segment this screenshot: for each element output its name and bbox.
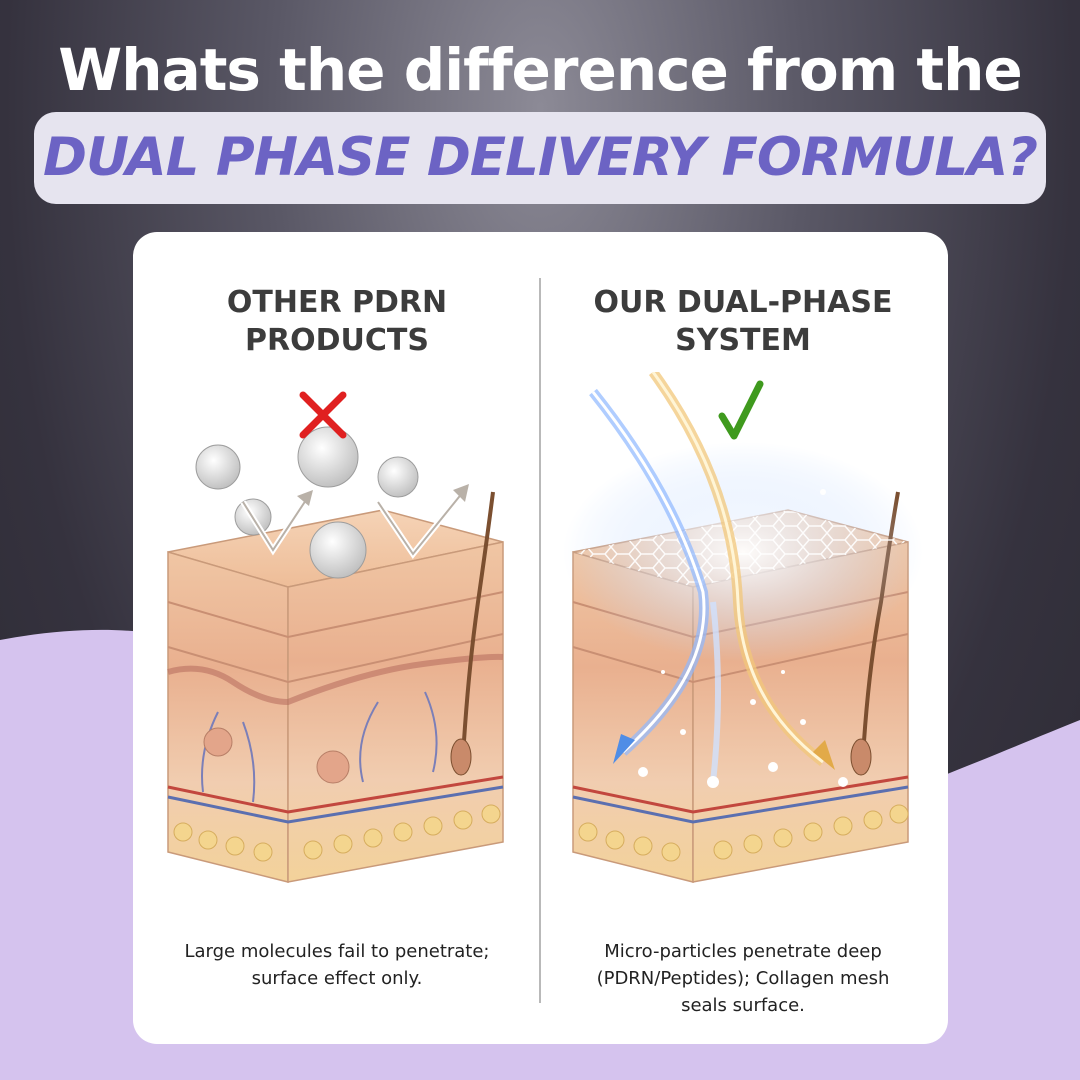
column-divider (539, 278, 541, 1003)
right-column-caption: Micro-particles penetrate deep (PDRN/Pep… (596, 941, 890, 1016)
subheadline: DUAL PHASE DELIVERY FORMULA? (42, 127, 1038, 188)
skin-cross-section-illustration-dual-phase (563, 372, 923, 883)
check-icon (718, 380, 764, 440)
comparison-card: OTHER PDRN PRODUCTS OUR DUAL-PHASE SYSTE… (133, 232, 948, 1044)
left-column-title: OTHER PDRN PRODUCTS (226, 285, 448, 358)
left-column-caption: Large molecules fail to penetrate; surfa… (184, 941, 490, 989)
skin-cross-section-illustration-other (167, 426, 504, 883)
headline: Whats the difference from the (58, 36, 1022, 104)
x-icon (299, 391, 347, 439)
subheadline-banner: DUAL PHASE DELIVERY FORMULA? (34, 112, 1046, 204)
right-column-title: OUR DUAL-PHASE SYSTEM (593, 285, 893, 358)
